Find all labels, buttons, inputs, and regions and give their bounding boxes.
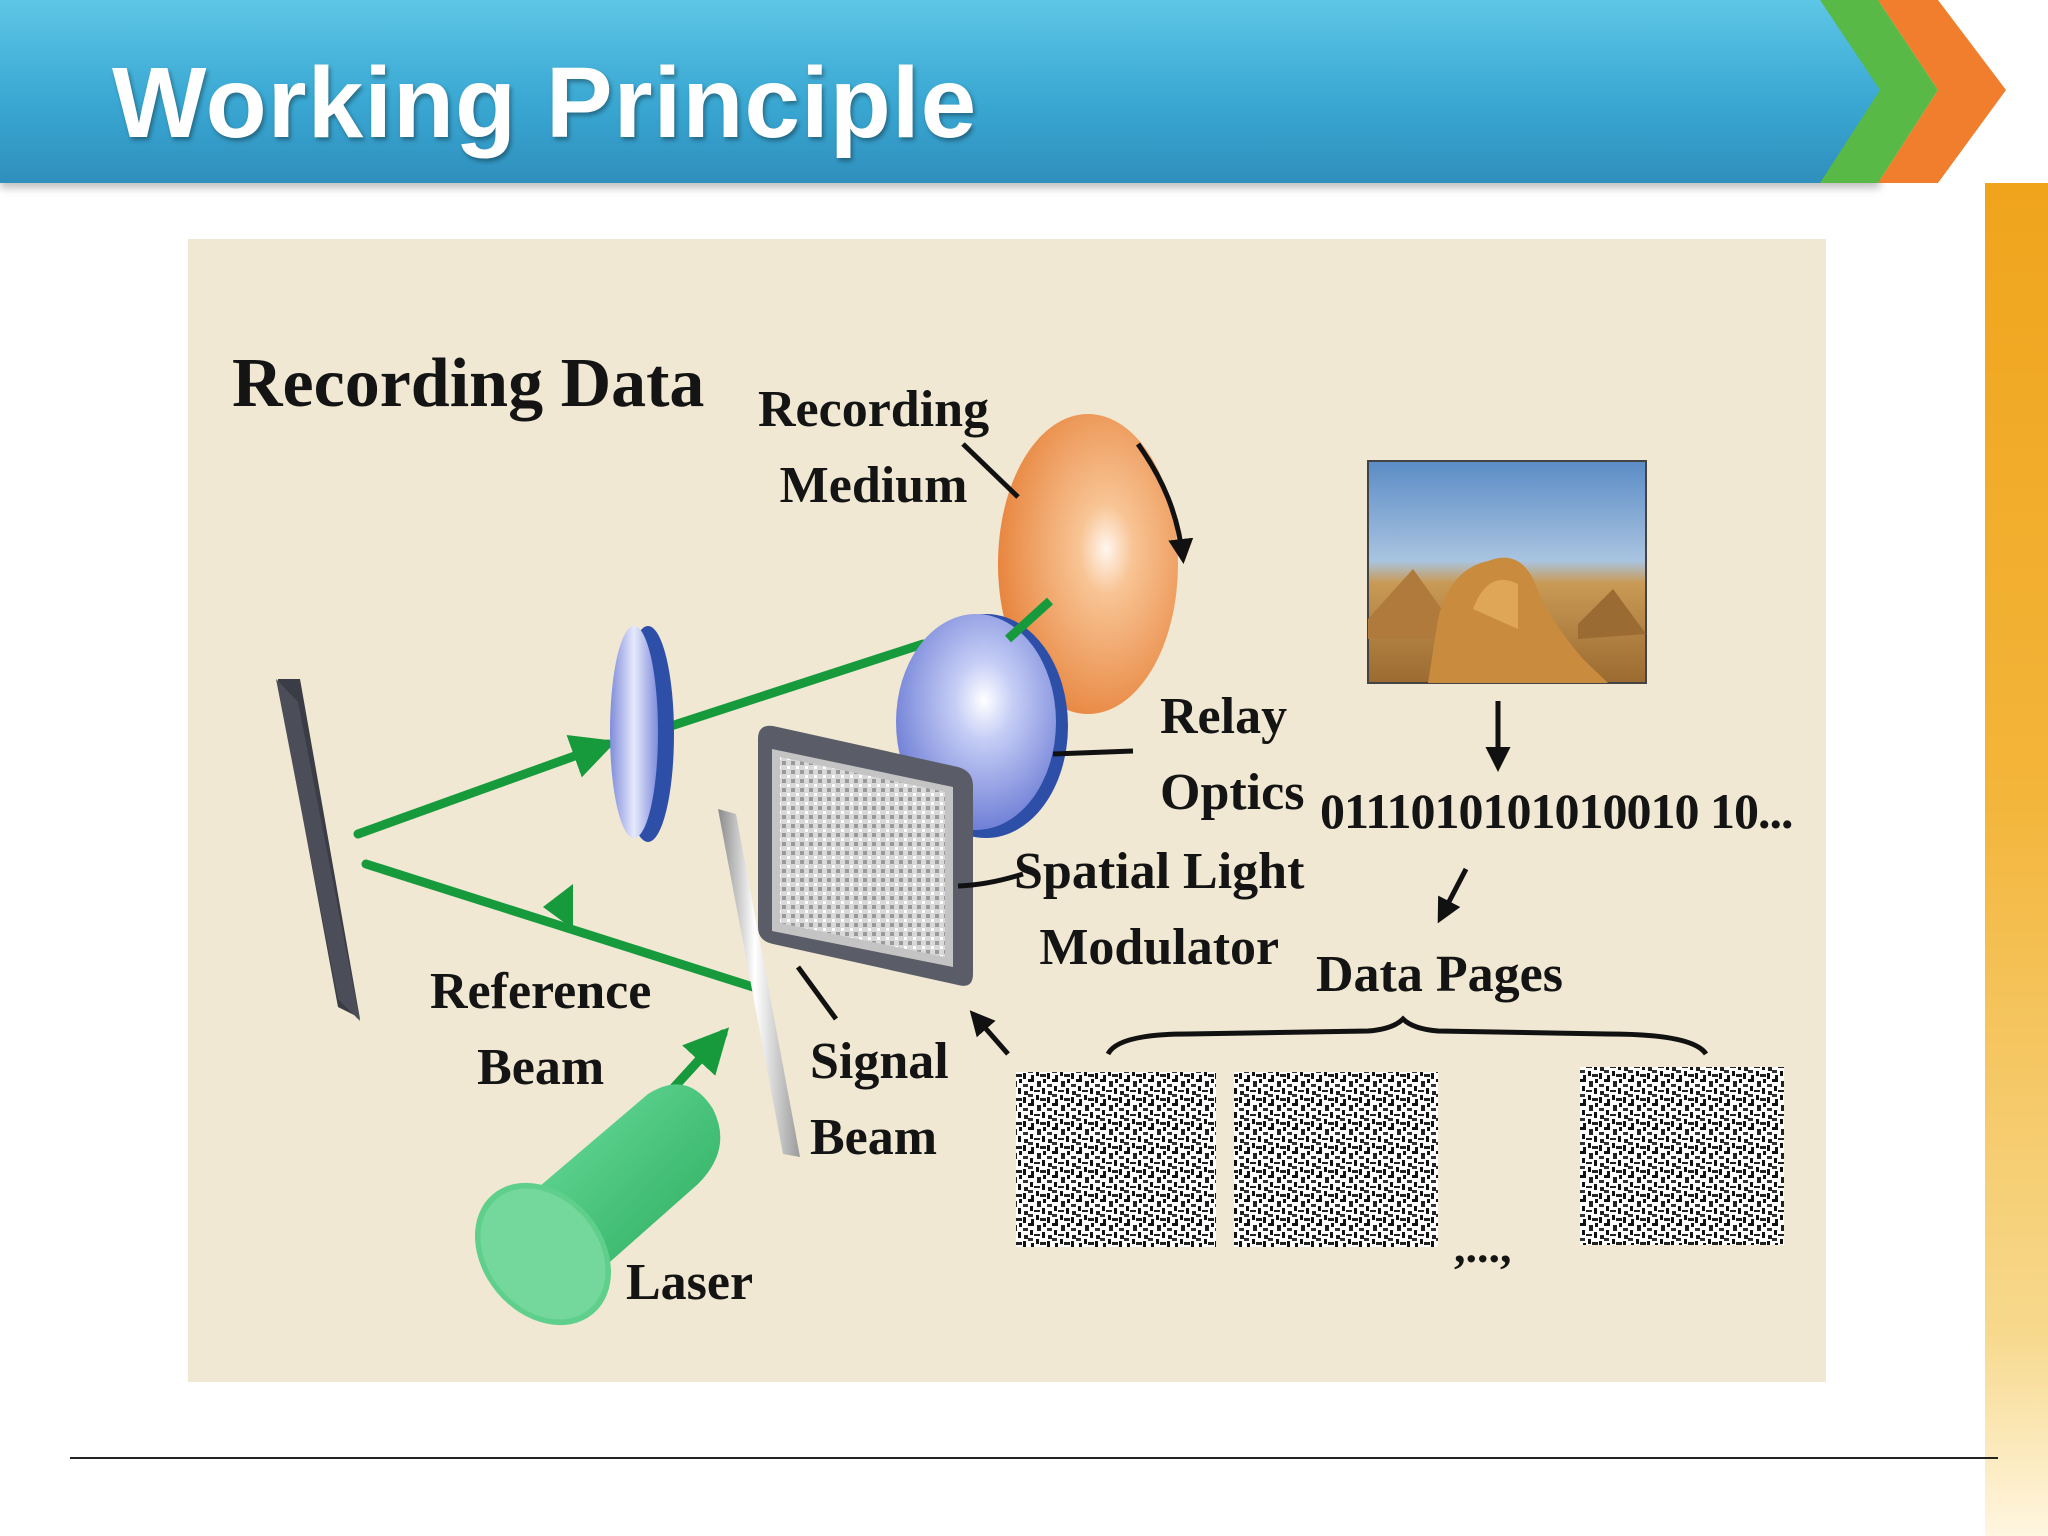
beam-lens-to-medium (663, 639, 928, 732)
laser-device (474, 1084, 721, 1326)
label-data-pages: Data Pages (1316, 946, 1563, 1003)
data-page-1 (1016, 1072, 1216, 1247)
recording-medium (998, 414, 1178, 714)
beam-splitter-to-mirror (361, 859, 758, 992)
label-laser: Laser (626, 1254, 754, 1311)
beam-splitter (718, 809, 800, 1157)
beam-laser-arrow (663, 1027, 730, 1099)
side-accent-bar (1985, 183, 2048, 1536)
diagram-heading: Recording Data (232, 345, 705, 422)
bits-to-pages-arrow (1437, 867, 1469, 924)
beam-into-medium (1004, 597, 1054, 643)
source-image-photo (1367, 460, 1647, 684)
label-relay-optics: Relay Optics (1160, 688, 1305, 821)
reference-beam-arrowhead (543, 884, 573, 929)
mirror-face (276, 679, 360, 1021)
orange-chevron-icon (1878, 0, 2006, 183)
label-ellipsis: ,..., (1454, 1221, 1512, 1272)
footer-divider (70, 1457, 1998, 1459)
slide-title: Working Principle (112, 47, 978, 159)
slm-input-arrow (969, 1010, 1010, 1056)
lens (610, 626, 658, 838)
label-recording-medium: Recording Medium (758, 381, 990, 514)
label-signal-beam: Signal Beam (810, 1033, 949, 1166)
holographic-recording-diagram: Recording Data Recording Medium Relay Op… (188, 239, 1826, 1382)
data-page-3 (1580, 1067, 1784, 1245)
label-reference-beam: Reference Beam (430, 963, 652, 1096)
title-bar: Working Principle (0, 0, 1880, 183)
chevron-decoration (1820, 0, 2006, 183)
spatial-light-modulator (758, 725, 973, 986)
data-pages-brace (1105, 1015, 1709, 1056)
label-spatial-light-modulator: Spatial Light Modulator (1014, 843, 1305, 976)
data-page-2 (1234, 1072, 1438, 1247)
beam-mirror-to-lens (353, 735, 617, 839)
diagram-drawing (276, 414, 1784, 1326)
label-leaders (795, 442, 1134, 1021)
label-bitstream: 0111010101010010 10... (1320, 783, 1793, 839)
rotation-arrow-icon (1135, 442, 1194, 564)
